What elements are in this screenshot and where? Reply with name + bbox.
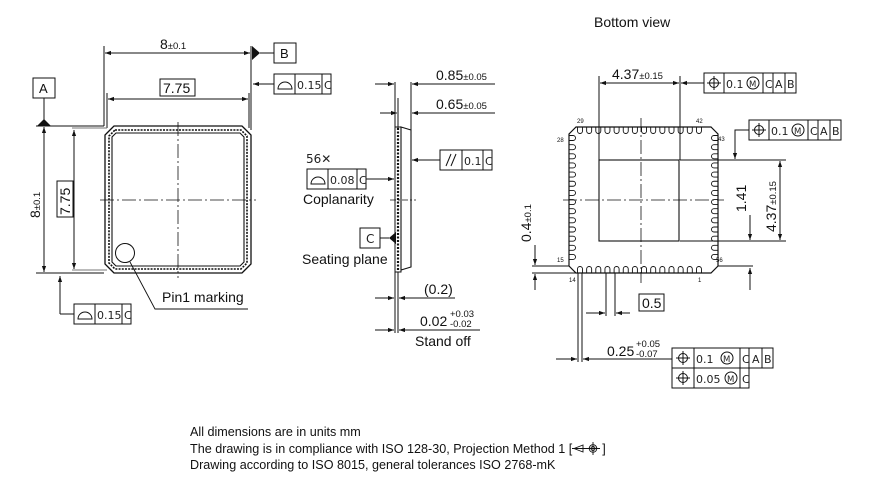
lead-pads (569, 127, 718, 273)
datum-b-box (273, 42, 297, 64)
lead-thickness: (0.2) (424, 281, 453, 297)
width-dim-nominal: 8±0.1 (160, 36, 186, 52)
parallelism-frame (439, 149, 493, 171)
note-units: All dimensions are in units mm (190, 425, 361, 439)
lead-count: 56✕ (306, 152, 331, 166)
pin-label-42: 42 (696, 119, 703, 125)
coplanarity-datum: C (359, 174, 367, 187)
pin1-marking-circle (115, 243, 135, 263)
lead-width-minus: -0.07 (636, 349, 658, 360)
pitch-dim: 0.5 (642, 295, 662, 311)
pos-lead1-datum-1: C (742, 353, 750, 366)
note-standards: Drawing according to ISO 8015, general t… (190, 458, 556, 472)
coplanarity-value: 0.08 (330, 174, 355, 187)
width-basic: 7.75 (163, 80, 190, 96)
profile-frame-bottom (73, 303, 132, 325)
pos-lead2-mod: M (727, 375, 734, 385)
coplanarity-label: Coplanarity (303, 191, 374, 207)
pos-lead1-value: 0.1 (696, 353, 714, 366)
position-frame-top (703, 72, 797, 94)
pos-lead1-mod: M (723, 355, 730, 365)
position-frame-right (748, 119, 842, 141)
pos-right-value: 0.1 (771, 125, 789, 138)
pos-top-datum-2: A (775, 78, 783, 91)
pin-label-43: 43 (718, 137, 725, 143)
datum-a-triangle (37, 119, 51, 126)
datum-c-triangle (389, 232, 396, 244)
standoff-label: Stand off (415, 333, 471, 349)
pos-right-datum-3: B (832, 125, 840, 138)
seating-plane-label: Seating plane (302, 251, 388, 267)
bottom-view-title: Bottom view (594, 14, 671, 30)
standoff-nominal: 0.02 (420, 313, 447, 329)
profile-bottom-value: 0.15 (97, 309, 122, 322)
position-frame-lead (671, 347, 774, 389)
lead-width-nominal: 0.25 (607, 343, 634, 359)
exposed-pad (598, 159, 680, 242)
pad-offset-dim: 1.41 (733, 185, 749, 212)
pin-label-56: 56 (716, 258, 723, 264)
pin1-label: Pin1 marking (162, 289, 244, 305)
pitch-basic-box (638, 293, 665, 312)
pin-label-15: 15 (557, 258, 564, 264)
height-basic: 7.75 (57, 188, 73, 215)
parallelism-datum: C (485, 155, 493, 168)
datum-b-triangle (252, 46, 260, 60)
pos-lead2-datum-1: C (742, 373, 750, 386)
profile-bottom-datum: C (124, 309, 132, 322)
pos-top-datum-3: B (787, 78, 795, 91)
datum-c-label: C (366, 232, 374, 246)
height-body-dim: 0.65±0.05 (436, 96, 487, 112)
pos-top-datum-1: C (765, 78, 773, 91)
profile-top-datum: C (324, 79, 332, 92)
profile-top-value: 0.15 (297, 79, 322, 92)
pos-lead1-datum-2: A (752, 353, 760, 366)
datum-b-label: B (280, 46, 289, 61)
side-view (306, 81, 495, 333)
top-view (32, 42, 332, 325)
pos-lead1-datum-3: B (764, 353, 772, 366)
datum-a-label: A (39, 81, 48, 96)
standoff-plus: +0.03 (450, 309, 474, 320)
bottom-view (532, 72, 842, 389)
standoff-minus: -0.02 (450, 319, 472, 330)
pos-right-datum-2: A (820, 125, 828, 138)
height-total-dim: 0.85±0.05 (436, 67, 487, 83)
pin-label-29: 29 (577, 119, 584, 125)
lead-width-plus: +0.05 (636, 339, 660, 350)
parallelism-value: 0.1 (464, 155, 482, 168)
pos-right-mod: M (794, 127, 801, 137)
pos-lead2-value: 0.05 (696, 373, 721, 386)
height-dim: 8±0.1 (27, 192, 43, 218)
pin-label-28: 28 (557, 138, 564, 144)
drawing-notes: All dimensions are in units mm The drawi… (190, 424, 606, 474)
note-projection: The drawing is in compliance with ISO 12… (190, 441, 606, 456)
pin-label-14: 14 (569, 278, 576, 284)
lead-length-dim: 0.4±0.1 (518, 204, 534, 242)
pad-width-dim: 4.37±0.15 (612, 66, 663, 82)
pos-right-datum-1: C (810, 125, 818, 138)
projection-method-icon (572, 441, 601, 455)
pin-label-1: 1 (698, 278, 702, 284)
pos-top-mod: M (749, 80, 756, 90)
profile-frame-top (273, 73, 332, 95)
pad-height-dim: 4.37±0.15 (763, 181, 779, 232)
pos-top-value: 0.1 (726, 78, 744, 91)
